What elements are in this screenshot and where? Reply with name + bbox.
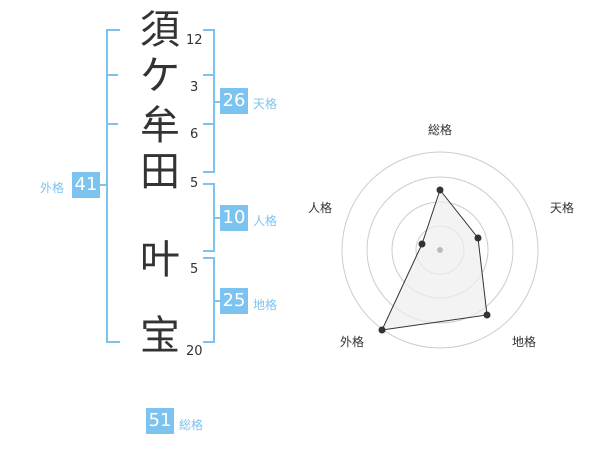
- tenkaku-score: 26: [220, 88, 248, 114]
- tenkaku-bracket: [203, 29, 215, 173]
- jinkaku-bracket: [203, 183, 215, 252]
- jinkaku-score: 10: [220, 205, 248, 231]
- gaikaku-label: 外格: [40, 181, 65, 195]
- radar-ring: [366, 176, 514, 324]
- bracket-tick: [108, 123, 118, 125]
- bracket-tick: [100, 184, 108, 186]
- radar-point-tenkaku: [474, 234, 482, 242]
- radar-ring: [341, 151, 539, 349]
- name-char-4: 田: [140, 149, 180, 195]
- radar-point-chikaku: [483, 311, 491, 319]
- gaikaku-bracket: [106, 29, 120, 343]
- radar-point-jinkaku: [418, 240, 426, 248]
- radar-point-gaikaku: [378, 326, 386, 334]
- radar-label-jinkaku: 人格: [308, 200, 332, 215]
- stroke-count-2: 3: [190, 80, 199, 95]
- radar-label-tenkaku: 天格: [550, 200, 574, 215]
- bracket-tick: [203, 123, 213, 125]
- bracket-tick: [215, 101, 221, 103]
- name-char-6: 宝: [140, 313, 180, 359]
- name-char-5: 叶: [140, 237, 180, 283]
- gaikaku-score: 41: [72, 172, 100, 198]
- stroke-count-6: 20: [186, 344, 203, 359]
- radar-label-soukaku: 総格: [428, 122, 452, 137]
- chikaku-bracket: [203, 257, 215, 343]
- bracket-tick: [215, 217, 221, 219]
- name-char-2: ケ: [140, 53, 180, 99]
- bracket-tick: [108, 74, 118, 76]
- soukaku-label: 総格: [179, 418, 204, 432]
- tenkaku-label: 天格: [253, 97, 278, 111]
- name-char-3: 牟: [140, 103, 180, 149]
- jinkaku-label: 人格: [253, 214, 278, 228]
- stroke-count-5: 5: [190, 262, 199, 277]
- bracket-tick: [215, 300, 221, 302]
- bracket-tick: [203, 74, 213, 76]
- chikaku-score: 25: [220, 288, 248, 314]
- stroke-count-4: 5: [190, 176, 199, 191]
- name-char-1: 須: [140, 7, 180, 53]
- radar-center: [437, 247, 443, 253]
- radar-point-soukaku: [436, 186, 444, 194]
- radar-label-chikaku: 地格: [512, 334, 536, 349]
- soukaku-score: 51: [146, 408, 174, 434]
- radar-label-gaikaku: 外格: [340, 334, 364, 349]
- chikaku-label: 地格: [253, 298, 278, 312]
- radar-value-area: [381, 188, 488, 331]
- stroke-count-1: 12: [186, 33, 203, 48]
- stroke-count-3: 6: [190, 127, 199, 142]
